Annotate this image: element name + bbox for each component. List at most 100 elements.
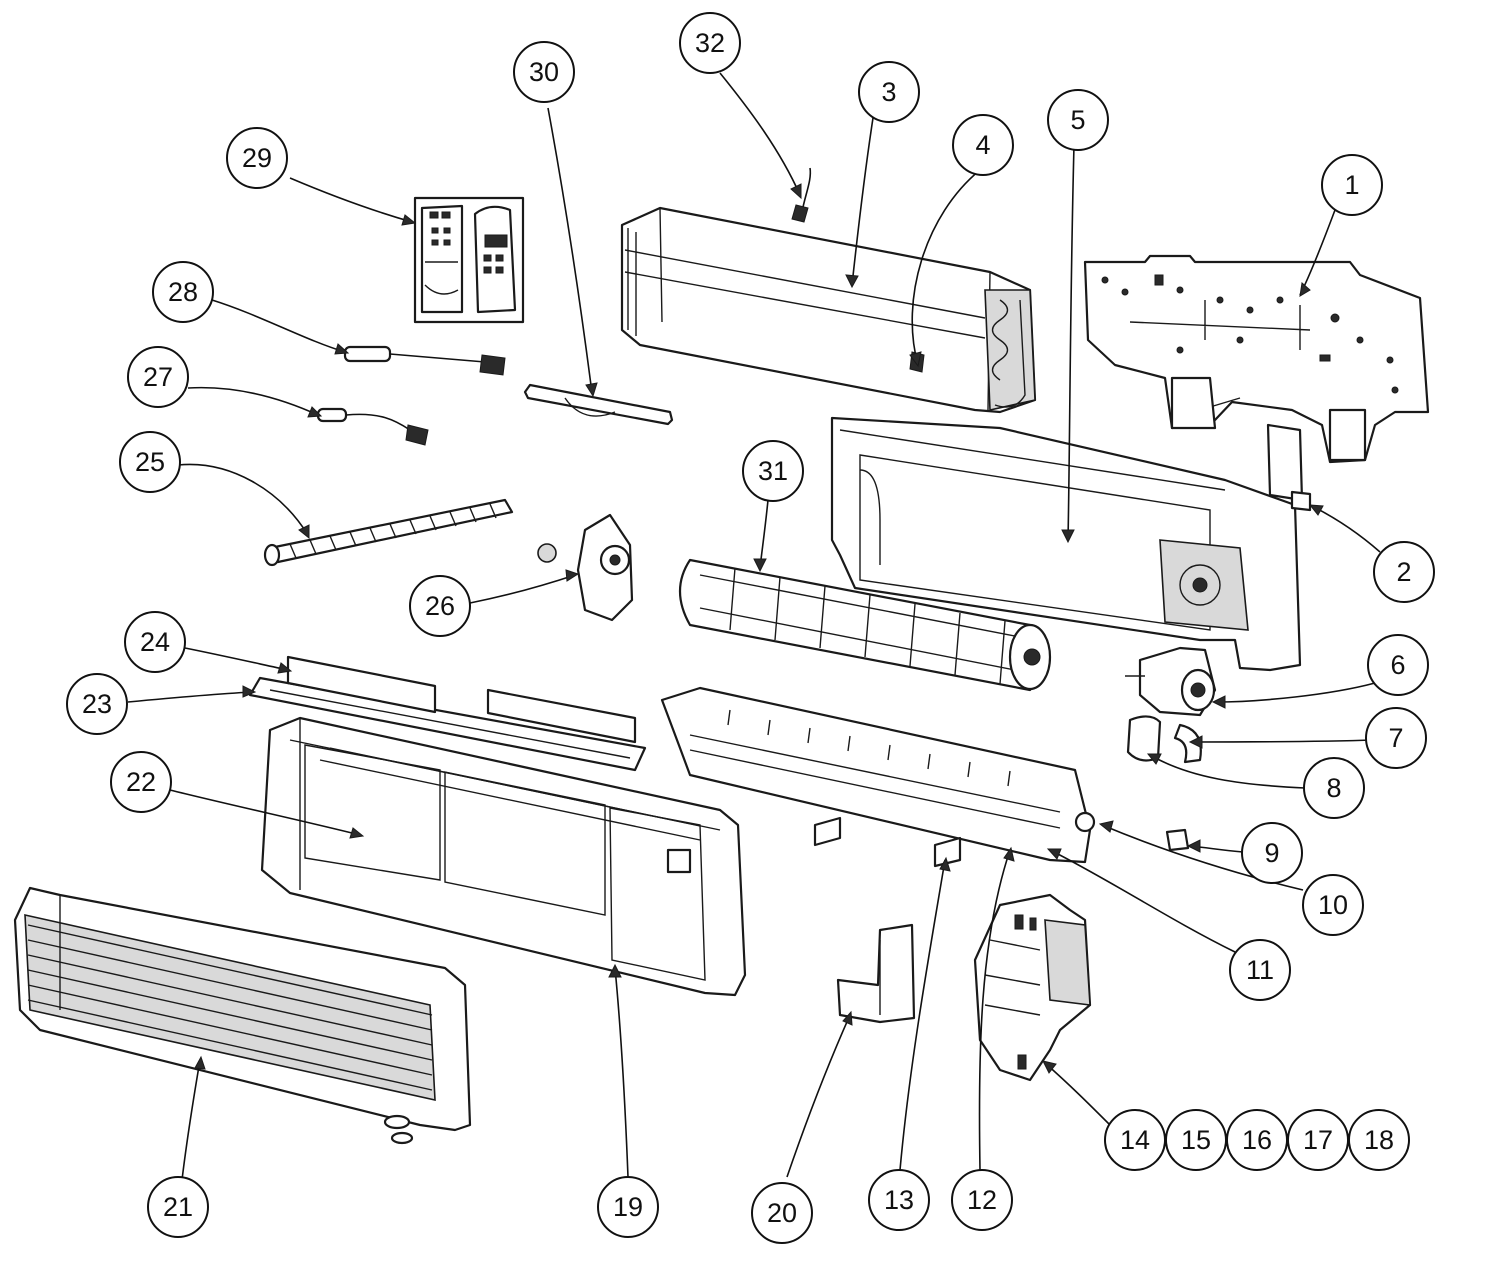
callout-label: 23 — [82, 689, 112, 719]
callout-label: 5 — [1070, 105, 1085, 135]
arrowhead-32 — [790, 183, 802, 200]
callout-26: 26 — [409, 575, 471, 637]
callout-label: 29 — [242, 143, 272, 173]
leader-30 — [547, 107, 593, 394]
arrowhead-12 — [1003, 846, 1015, 862]
callout-label: 4 — [975, 130, 990, 160]
callout-16: 16 — [1226, 1109, 1288, 1171]
callout-label: 20 — [767, 1198, 797, 1228]
callout-label: 14 — [1120, 1125, 1150, 1155]
leader-21 — [181, 1059, 201, 1181]
callout-15: 15 — [1165, 1109, 1227, 1171]
arrowhead-22 — [349, 827, 365, 839]
arrowhead-30 — [585, 382, 598, 398]
callout-25: 25 — [119, 431, 181, 493]
arrowhead-13 — [939, 856, 951, 872]
callout-label: 22 — [126, 767, 156, 797]
arrowhead-8 — [1146, 753, 1162, 765]
callout-label: 27 — [143, 362, 173, 392]
part-front-grille — [13, 886, 472, 1145]
callout-21: 21 — [147, 1176, 209, 1238]
part-remote-control — [413, 196, 525, 324]
arrowhead-31 — [753, 558, 767, 573]
part-crossflow-fan — [679, 558, 1052, 692]
callout-label: 13 — [884, 1185, 914, 1215]
callout-32: 32 — [679, 12, 741, 74]
leader-7 — [1191, 739, 1376, 743]
callout-label: 1 — [1344, 170, 1359, 200]
callout-14: 14 — [1104, 1109, 1166, 1171]
part-front-frame — [260, 716, 747, 997]
leader-25 — [177, 463, 309, 536]
part-drain-hose — [263, 498, 514, 567]
callout-label: 32 — [695, 28, 725, 58]
callout-17: 17 — [1287, 1109, 1349, 1171]
callout-30: 30 — [513, 41, 575, 103]
leader-20 — [786, 1014, 851, 1178]
callout-18: 18 — [1348, 1109, 1410, 1171]
callout-13: 13 — [868, 1169, 930, 1231]
part-chassis — [830, 416, 1304, 672]
arrowhead-11 — [1046, 848, 1062, 860]
part-terminal-cover — [836, 923, 916, 1024]
arrowhead-20 — [842, 1010, 853, 1026]
arrowhead-23 — [242, 685, 257, 698]
leader-11 — [1049, 849, 1236, 953]
leader-2 — [1309, 504, 1381, 553]
callout-4: 4 — [952, 114, 1014, 176]
callout-31: 31 — [742, 440, 804, 502]
part-filter-frame — [248, 676, 647, 772]
arrowhead-25 — [298, 524, 310, 540]
arrowhead-7 — [1188, 735, 1203, 749]
arrowhead-28 — [334, 343, 350, 355]
callout-3: 3 — [858, 61, 920, 123]
part-louver-rod — [523, 383, 674, 426]
leader-24 — [184, 647, 289, 671]
callout-12: 12 — [951, 1169, 1013, 1231]
callout-label: 11 — [1246, 955, 1274, 985]
leader-29 — [289, 177, 413, 223]
part-room-sensor — [316, 407, 429, 446]
arrowhead-27 — [307, 406, 323, 418]
callout-19: 19 — [597, 1176, 659, 1238]
leader-14 — [1044, 1062, 1113, 1128]
callout-2: 2 — [1373, 541, 1435, 603]
leader-12 — [978, 849, 1011, 1171]
leader-6 — [1214, 682, 1376, 703]
arrowhead-5 — [1061, 529, 1075, 544]
part-bearing-holder — [537, 513, 634, 622]
callout-27: 27 — [127, 346, 189, 408]
arrowhead-21 — [194, 1055, 206, 1070]
callout-7: 7 — [1365, 707, 1427, 769]
arrowhead-26 — [565, 569, 580, 582]
callout-23: 23 — [66, 673, 128, 735]
callout-8: 8 — [1303, 757, 1365, 819]
leader-3 — [851, 117, 874, 286]
callout-label: 16 — [1242, 1125, 1272, 1155]
part-drain-cap — [1074, 811, 1096, 833]
arrowhead-4 — [909, 351, 922, 368]
arrowhead-19 — [608, 963, 622, 978]
callout-20: 20 — [751, 1182, 813, 1244]
arrowhead-2 — [1308, 504, 1324, 516]
callout-label: 8 — [1326, 773, 1341, 803]
callout-label: 25 — [135, 447, 165, 477]
callout-29: 29 — [226, 127, 288, 189]
part-drain-pan — [660, 686, 1092, 864]
callout-1: 1 — [1321, 154, 1383, 216]
leader-23 — [127, 691, 253, 703]
leader-27 — [187, 386, 319, 416]
callout-label: 24 — [140, 627, 170, 657]
leader-4 — [911, 169, 981, 366]
arrowhead-3 — [845, 274, 859, 289]
part-control-box — [973, 893, 1092, 1082]
callout-label: 3 — [881, 77, 896, 107]
part-air-filter — [286, 655, 637, 744]
arrowhead-1 — [1299, 282, 1311, 297]
callout-label: 7 — [1388, 723, 1403, 753]
callouts: 1 2 3 4 5 6 7 8 9 10 11 12 13 14 15 16 1… — [66, 12, 1435, 1244]
leader-32 — [719, 72, 801, 196]
part-swing-bracket-13 — [813, 816, 962, 868]
part-evaporator-coil — [620, 206, 1037, 414]
leader-lines — [127, 72, 1381, 1181]
